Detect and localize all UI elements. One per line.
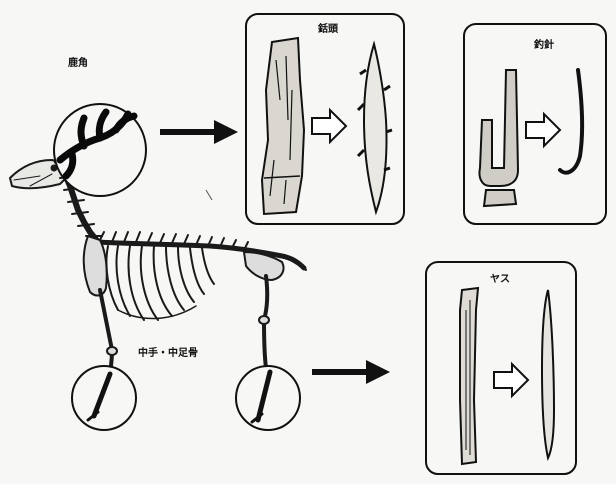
- hind-leg: [259, 276, 269, 368]
- metapodial-label: 中手・中足骨: [138, 348, 198, 360]
- hind-metapodial-circle: [236, 366, 300, 430]
- metapodial-bone-icon: [460, 288, 478, 464]
- fishhook-label: 釣針: [534, 40, 554, 52]
- harpoon-panel: [246, 14, 404, 224]
- scapula: [84, 236, 107, 295]
- antler-blank-icon: [262, 38, 304, 214]
- antler-label: 鹿角: [68, 58, 88, 70]
- spear-panel: [426, 262, 576, 474]
- harpoon-label: 銛頭: [318, 24, 338, 36]
- antler-circle: [54, 104, 146, 196]
- spear-label: ヤス: [490, 274, 510, 286]
- ribs: [106, 246, 214, 320]
- fishhook-panel: [464, 24, 606, 224]
- front-metapodial-circle: [72, 366, 136, 430]
- stray-mark: [206, 190, 212, 200]
